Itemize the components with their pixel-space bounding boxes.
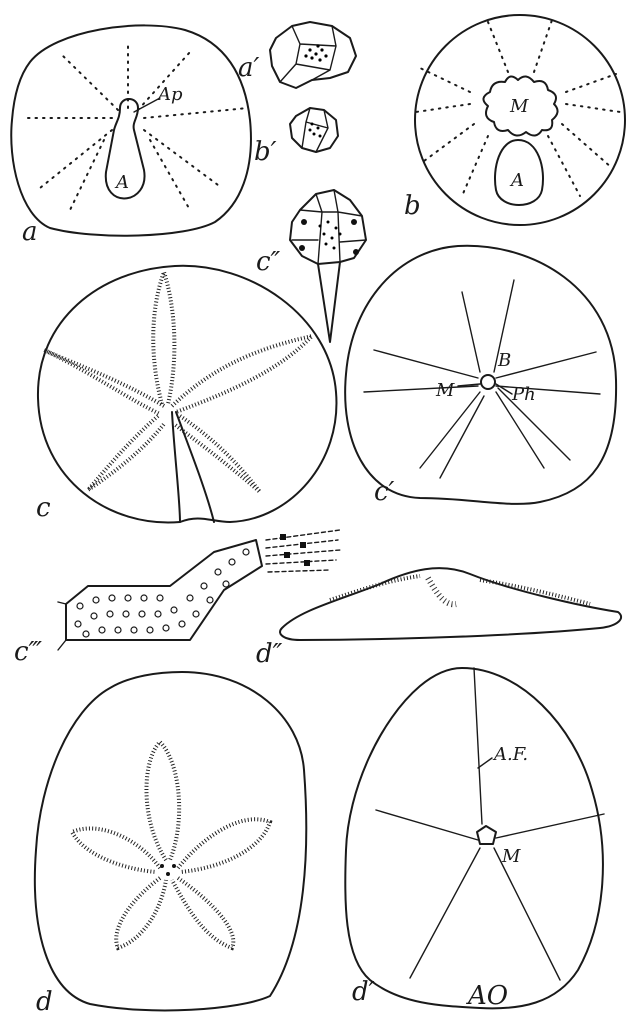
- figure-b-prime: b′: [254, 108, 338, 167]
- figure-c-tprime-section: [66, 540, 262, 640]
- figure-c-dprime-label: c″: [256, 247, 281, 277]
- figure-c-prime-b-label: B: [497, 350, 511, 371]
- figure-a-label: a: [22, 217, 38, 247]
- figure-a-ap-label: Ap: [156, 84, 183, 105]
- figure-d-prime-af-leader: [478, 758, 492, 768]
- figure-d-petals: [72, 742, 270, 948]
- figure-c-prime-mouth: [481, 375, 495, 389]
- figure-b-prime-label: b′: [254, 137, 277, 167]
- figure-d-dprime-label: d″: [256, 639, 283, 669]
- figure-a-prime-madreporite-pores: [304, 44, 327, 61]
- figure-a-ambulacral-dots: [26, 42, 248, 210]
- figure-c-tprime-spines: [266, 530, 340, 572]
- figure-c-prime-m-label: M: [435, 380, 455, 401]
- figure-a-test-outline: [11, 25, 251, 235]
- figure-d: d: [35, 672, 306, 1017]
- figure-b-prime-apical-system: [290, 108, 338, 152]
- figure-c-tprime-label: c‴: [14, 637, 43, 667]
- figure-d-prime-ao-label: AO: [466, 981, 508, 1011]
- figure-c-prime-ph-label: Ph: [511, 384, 536, 405]
- figure-d-prime-ambulacral-furrows: [376, 668, 604, 980]
- figure-b-test-outline: [415, 15, 625, 225]
- figure-d-dprime-petals: [330, 576, 590, 604]
- figure-c: c: [36, 266, 336, 523]
- figure-c-prime-test-outline: [345, 246, 616, 504]
- figure-d-test-outline: [35, 672, 306, 1010]
- figure-d-dprime: d″: [256, 568, 621, 669]
- figure-b-label: b: [404, 191, 421, 221]
- figure-b-anus-label: A: [509, 170, 524, 191]
- figure-d-dprime-profile: [280, 568, 621, 640]
- figure-d-prime-af-label: A.F.: [492, 744, 528, 765]
- figure-c-tprime: c‴: [14, 530, 340, 667]
- figure-d-prime-label: d′: [352, 977, 375, 1007]
- figure-b-mouth-label: M: [509, 96, 529, 117]
- figure-b: M A b: [404, 15, 625, 225]
- figure-a-prime-label: a′: [238, 53, 260, 83]
- figure-c-label: c: [36, 493, 51, 523]
- figure-d-prime-mouth: [477, 826, 496, 844]
- figure-c-prime-label: c′: [374, 477, 395, 507]
- figure-a-prime: a′: [238, 22, 356, 88]
- figure-c-dprime: c″: [256, 190, 366, 342]
- figure-c-prime: M B Ph c′: [345, 246, 616, 507]
- figure-c-dprime-genital-pores: [299, 219, 359, 255]
- figure-a: Ap A a: [11, 25, 251, 247]
- figure-c-petals: [44, 272, 312, 492]
- figure-d-apical-pores: [160, 864, 176, 876]
- figure-d-label: d: [36, 987, 53, 1017]
- figure-d-prime-m-label: M: [501, 846, 521, 867]
- figure-c-dprime-stalk: [318, 262, 340, 342]
- figure-d-prime: A.F. M d′ AO: [345, 668, 604, 1011]
- figure-a-anus-label: A: [114, 172, 129, 193]
